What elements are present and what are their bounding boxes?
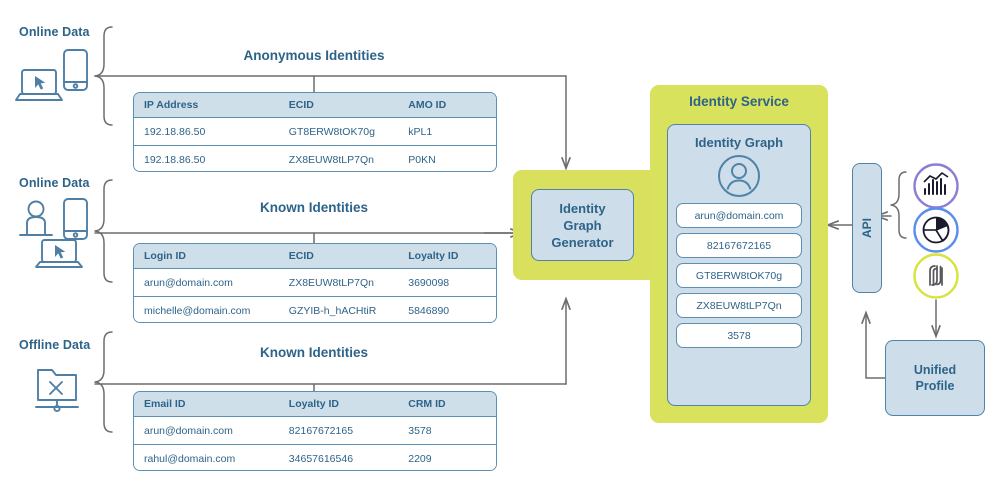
table-row: arun@domain.com ZX8EUW8tLP7Qn 3690098: [134, 269, 496, 297]
col-header-1: ECID: [288, 250, 314, 262]
identity-graph-box: Identity Graph arun@domain.com 821676721…: [667, 124, 811, 406]
api-label: API: [859, 217, 874, 239]
cell-value: ZX8EUW8tLP7Qn: [288, 276, 374, 289]
cell-value: GZYIB-h_hACHtiR: [288, 304, 377, 317]
section-title-known-identities-2: Known Identities: [260, 345, 368, 360]
table-row: 192.18.86.50 GT8ERW8tOK70g kPL1: [134, 118, 496, 146]
table-header-row: Email ID Loyalty ID CRM ID: [134, 392, 496, 417]
col-header-2: CRM ID: [408, 398, 446, 410]
table-anonymous-identities: IP Address ECID AMO ID 192.18.86.50 GT8E…: [133, 92, 497, 172]
identity-service-title: Identity Service: [689, 94, 789, 109]
table-known-identities-online: Login ID ECID Loyalty ID arun@domain.com…: [133, 243, 497, 323]
cell-value: 2209: [408, 452, 432, 465]
col-header-1: Loyalty ID: [288, 398, 339, 410]
col-header-0: Login ID: [144, 250, 186, 262]
cell-value: ZX8EUW8tLP7Qn: [288, 153, 374, 166]
identity-chip[interactable]: ZX8EUW8tLP7Qn: [676, 293, 802, 318]
source-icons-group-2: [19, 198, 88, 268]
pie-chart-icon[interactable]: [912, 206, 960, 254]
identity-chip[interactable]: 82167672165: [676, 233, 802, 258]
table-header-row: IP Address ECID AMO ID: [134, 93, 496, 118]
cell-value: rahul@domain.com: [144, 452, 236, 465]
cell-value: 3578: [408, 424, 432, 437]
table-row: 192.18.86.50 ZX8EUW8tLP7Qn P0KN: [134, 146, 496, 171]
cell-value: P0KN: [408, 153, 436, 166]
identity-chip[interactable]: arun@domain.com: [676, 203, 802, 228]
identity-graph-generator-box[interactable]: Identity Graph Generator: [531, 189, 634, 261]
cell-value: arun@domain.com: [144, 424, 233, 437]
cell-value: kPL1: [408, 125, 433, 138]
col-header-1: ECID: [288, 99, 314, 111]
table-header-row: Login ID ECID Loyalty ID: [134, 244, 496, 269]
col-header-0: Email ID: [144, 398, 186, 410]
source-icons-group-1: [15, 49, 88, 101]
generator-label-line-1: Identity: [559, 200, 606, 216]
unified-profile-label-line-1: Unified: [913, 363, 957, 377]
source-label-offline-data: Offline Data: [19, 338, 91, 352]
cell-value: 192.18.86.50: [144, 125, 206, 138]
cell-value: 3690098: [408, 276, 450, 289]
generator-label-line-3: Generator: [551, 234, 614, 250]
generator-label-line-2: Graph: [563, 217, 602, 233]
cell-value: 5846890: [408, 304, 450, 317]
unified-profile-box[interactable]: Unified Profile: [885, 340, 985, 416]
table-row: rahul@domain.com 34657616546 2209: [134, 445, 496, 470]
cell-value: 34657616546: [288, 452, 354, 465]
source-icons-group-3: [35, 369, 79, 413]
source-label-online-data-1: Online Data: [19, 25, 90, 39]
cell-value: arun@domain.com: [144, 276, 233, 289]
table-row: michelle@domain.com GZYIB-h_hACHtiR 5846…: [134, 297, 496, 322]
api-box[interactable]: API: [852, 163, 882, 293]
cell-value: 82167672165: [288, 424, 354, 437]
identity-graph-title: Identity Graph: [694, 135, 784, 150]
adobe-experience-platform-icon[interactable]: [912, 252, 960, 300]
source-label-online-data-2: Online Data: [19, 176, 90, 190]
cell-value: michelle@domain.com: [144, 304, 251, 317]
analytics-bar-chart-icon[interactable]: [912, 162, 960, 210]
user-avatar-icon: [718, 155, 760, 197]
section-title-anonymous-identities-1: Anonymous Identities: [243, 48, 385, 63]
section-title-known-identities-1: Known Identities: [260, 200, 368, 215]
unified-profile-label-line-2: Profile: [915, 379, 955, 393]
identity-chip[interactable]: GT8ERW8tOK70g: [676, 263, 802, 288]
cell-value: 192.18.86.50: [144, 153, 206, 166]
col-header-2: AMO ID: [408, 99, 447, 111]
table-known-identities-offline: Email ID Loyalty ID CRM ID arun@domain.c…: [133, 391, 497, 471]
col-header-2: Loyalty ID: [408, 250, 459, 262]
cell-value: GT8ERW8tOK70g: [288, 125, 375, 138]
avatar: [668, 154, 810, 198]
col-header-0: IP Address: [144, 99, 199, 111]
table-row: arun@domain.com 82167672165 3578: [134, 417, 496, 445]
identity-chip[interactable]: 3578: [676, 323, 802, 348]
